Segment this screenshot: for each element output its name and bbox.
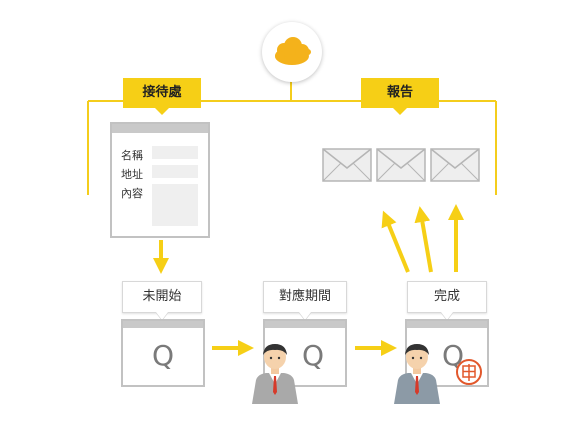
reception-label-text: 接待處 [142, 85, 182, 100]
ticket-letter: Q [441, 339, 465, 372]
ticket-panel-not-started: Q [121, 319, 205, 387]
report-arrow-left [381, 210, 410, 273]
form-field-address [152, 165, 198, 178]
stage-label-text: 完成 [433, 289, 460, 304]
reception-label-pointer [155, 108, 169, 115]
report-arrow-middle [414, 206, 433, 273]
report-label-text: 報告 [386, 85, 413, 100]
stage-label-text: 對應期間 [278, 289, 331, 304]
envelope-icon [430, 148, 480, 182]
ticket-letter: Q [151, 339, 175, 372]
stage-label-text: 未開始 [142, 289, 182, 304]
envelope-group [322, 148, 480, 182]
stage-label-pointer [156, 312, 168, 320]
stage-label-not-started: 未開始 [122, 281, 202, 321]
ticket-letter: Q [301, 339, 325, 372]
form-field-content [152, 184, 198, 226]
person-icon [252, 344, 298, 404]
form-field-label-address: 地址 [121, 168, 143, 181]
reception-label: 接待處 [123, 78, 201, 115]
stage-label-pointer [441, 312, 453, 320]
stamp-icon [456, 359, 482, 385]
cloud-icon [275, 37, 311, 65]
stage-label-in-progress: 對應期間 [263, 281, 347, 321]
inquiry-form: 名稱 地址 內容 [110, 122, 210, 238]
envelope-icon [376, 148, 426, 182]
form-field-label-name: 名稱 [121, 149, 143, 162]
form-field-name [152, 146, 198, 159]
person-icon [394, 344, 440, 404]
cloud-badge [262, 22, 322, 82]
envelope-icon [322, 148, 372, 182]
form-header-bar [112, 124, 208, 133]
report-label: 報告 [361, 78, 439, 115]
report-label-pointer [393, 108, 407, 115]
form-field-label-content: 內容 [121, 187, 143, 200]
stage-label-pointer [299, 312, 311, 320]
stage-label-done: 完成 [407, 281, 487, 321]
